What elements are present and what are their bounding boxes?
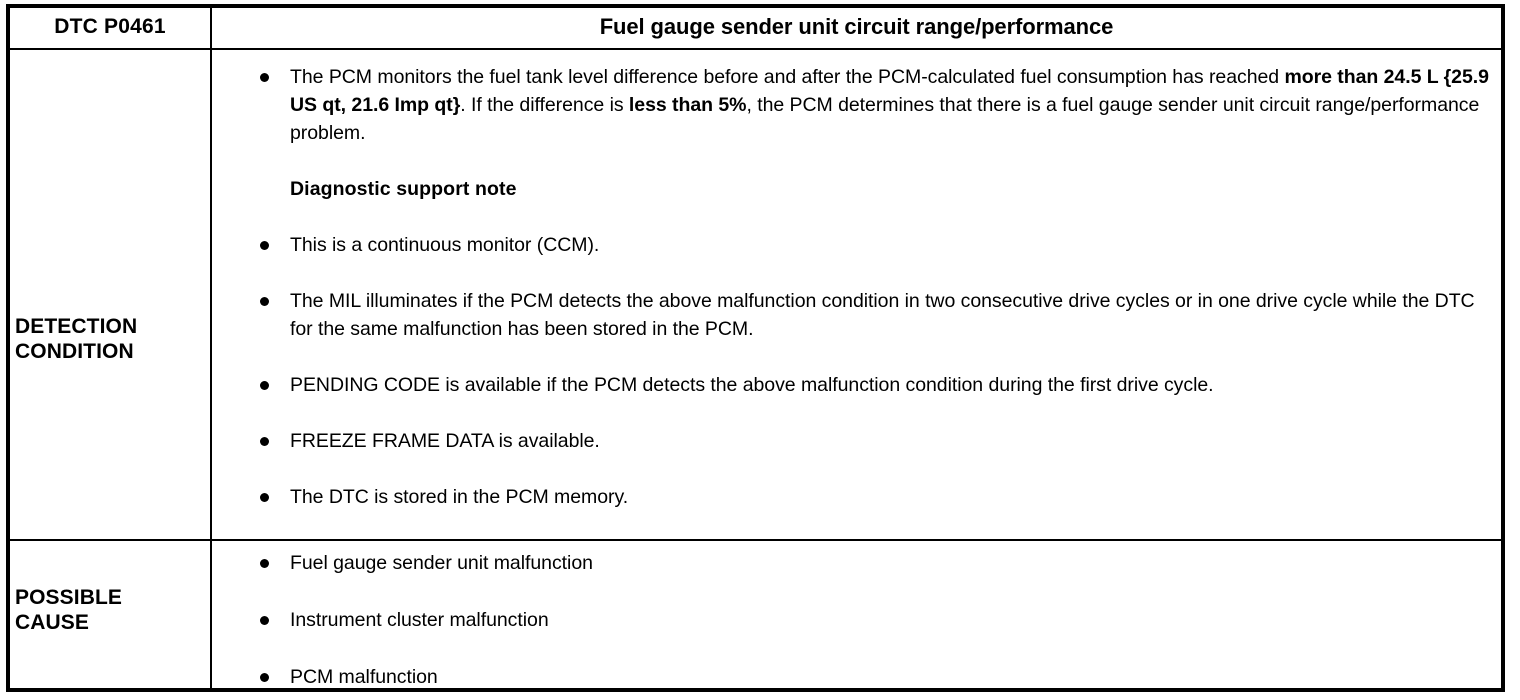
body-text: Fuel gauge sender unit malfunction [290, 552, 593, 574]
emphasis-text: less than 5% [628, 94, 747, 116]
body-text: FREEZE FRAME DATA is available. [290, 430, 600, 452]
detection-condition-row: DETECTION CONDITION The PCM monitors the… [10, 50, 1501, 541]
body-text: Instrument cluster malfunction [290, 609, 549, 631]
dtc-diagnostic-table: DTC P0461 Fuel gauge sender unit circuit… [6, 4, 1505, 692]
table-header-row: DTC P0461 Fuel gauge sender unit circuit… [10, 8, 1501, 50]
body-text: PENDING CODE is available if the PCM det… [290, 374, 1214, 396]
possible-cause-row: POSSIBLE CAUSE Fuel gauge sender unit ma… [10, 541, 1501, 692]
detection-condition-content-cell: The PCM monitors the fuel tank level dif… [212, 50, 1501, 539]
list-item: FREEZE FRAME DATA is available. [212, 427, 1501, 455]
possible-cause-label: POSSIBLE CAUSE [15, 586, 122, 634]
emphasis-text: more than 24.5 L {25.9 US qt, 21.6 Imp q… [290, 66, 1489, 116]
possible-cause-label-cell: POSSIBLE CAUSE [10, 541, 212, 692]
body-text: PCM malfunction [290, 666, 438, 688]
detection-condition-label: DETECTION CONDITION [15, 315, 138, 363]
diagnostic-support-note-heading: Diagnostic support note [290, 178, 517, 200]
dtc-title-cell: Fuel gauge sender unit circuit range/per… [212, 8, 1501, 48]
body-text: , the PCM determines that there is a fue… [290, 94, 1480, 144]
list-item: The DTC is stored in the PCM memory. [212, 483, 1501, 511]
dtc-code-cell: DTC P0461 [10, 8, 212, 48]
body-text: . If the difference is [460, 94, 629, 116]
list-item: PENDING CODE is available if the PCM det… [212, 371, 1501, 399]
body-text: This is a continuous monitor (CCM). [290, 234, 600, 256]
list-item: PCM malfunction [212, 663, 1501, 691]
list-item: This is a continuous monitor (CCM). [212, 231, 1501, 259]
detection-condition-list: The PCM monitors the fuel tank level dif… [212, 50, 1501, 539]
body-text: The DTC is stored in the PCM memory. [290, 486, 629, 508]
list-item: The MIL illuminates if the PCM detects t… [212, 287, 1501, 343]
detection-condition-label-cell: DETECTION CONDITION [10, 50, 212, 539]
body-text: The MIL illuminates if the PCM detects t… [290, 290, 1475, 340]
list-item: The PCM monitors the fuel tank level dif… [212, 63, 1501, 147]
dtc-code-text: DTC P0461 [54, 15, 166, 38]
dtc-title-text: Fuel gauge sender unit circuit range/per… [599, 14, 1114, 39]
list-item: Fuel gauge sender unit malfunction [212, 549, 1501, 577]
body-text: The PCM monitors the fuel tank level dif… [290, 66, 1285, 88]
list-item: Instrument cluster malfunction [212, 606, 1501, 634]
